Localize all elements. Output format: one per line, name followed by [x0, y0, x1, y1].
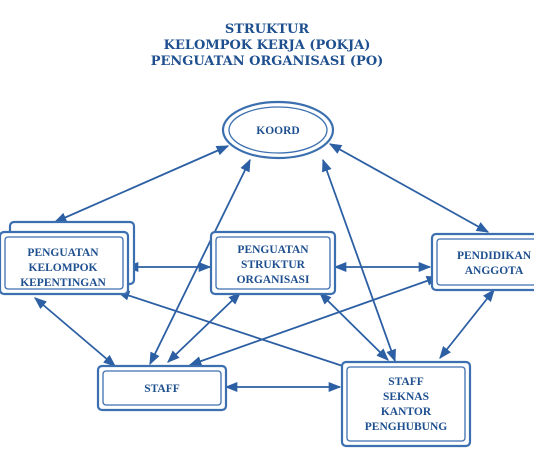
node-pendidikan-line-2: ANGGOTA — [465, 265, 524, 277]
node-seknas-line-3: KANTOR — [381, 406, 432, 418]
edge-pendidikan-staff — [188, 276, 440, 366]
edge-kelompok-seknas — [116, 290, 360, 373]
node-pendidikan: PENDIDIKAN ANGGOTA — [430, 232, 534, 292]
node-kelompok: PENGUATAN KELOMPOK KEPENTINGAN — [0, 220, 136, 296]
node-seknas-line-1: STAFF — [388, 376, 424, 388]
edge-pendidikan-seknas — [439, 289, 495, 359]
connector-lines — [34, 143, 495, 393]
edge-koord-pendidikan — [328, 143, 490, 233]
node-staff-label: STAFF — [144, 383, 180, 395]
node-koord: KOORD — [221, 100, 335, 160]
node-seknas: STAFF SEKNAS KANTOR PENGHUBUNG — [340, 360, 472, 448]
title-line-3: PENGUATAN ORGANISASI (PO) — [150, 54, 384, 69]
node-struktur-line-3: ORGANISASI — [237, 274, 310, 286]
edge-struktur-seknas — [319, 292, 389, 361]
node-struktur-line-2: STRUKTUR — [241, 259, 306, 271]
node-seknas-line-4: PENGHUBUNG — [365, 421, 447, 433]
title-line-1: STRUKTUR — [224, 22, 310, 37]
node-pendidikan-line-1: PENDIDIKAN — [457, 250, 532, 262]
node-struktur-line-1: PENGUATAN — [237, 244, 309, 256]
node-struktur: PENGUATAN STRUKTUR ORGANISASI — [209, 230, 337, 296]
title-line-2: KELOMPOK KERJA (POKJA) — [163, 38, 371, 53]
node-koord-label: KOORD — [256, 125, 299, 137]
node-staff: STAFF — [96, 364, 228, 412]
node-kelompok-line-1: PENGUATAN — [27, 247, 99, 259]
node-kelompok-line-2: KELOMPOK — [29, 262, 98, 274]
node-kelompok-line-3: KEPENTINGAN — [20, 277, 106, 289]
edge-kelompok-staff — [34, 297, 116, 367]
node-seknas-line-2: SEKNAS — [383, 391, 429, 403]
edge-koord-kelompok — [53, 145, 230, 223]
